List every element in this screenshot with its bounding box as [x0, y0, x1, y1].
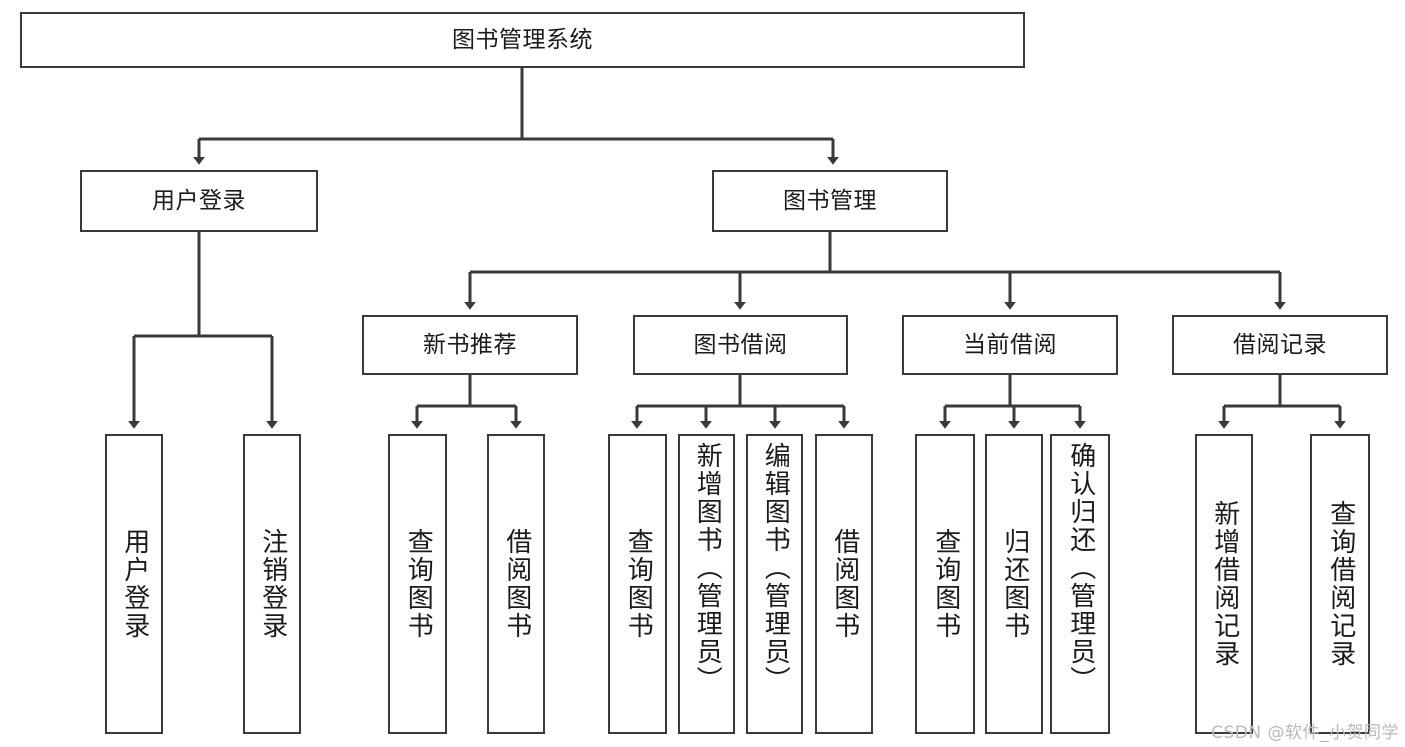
- node-leaf-query-book-2[interactable]: 查询图书: [608, 434, 667, 734]
- node-label: 借阅图书: [501, 528, 532, 640]
- node-leaf-confirm-return-admin[interactable]: 确认归还（管理员）: [1050, 434, 1110, 734]
- node-leaf-borrow-book-2[interactable]: 借阅图书: [815, 434, 873, 734]
- node-leaf-borrow-book-1[interactable]: 借阅图书: [487, 434, 545, 734]
- node-leaf-add-book-admin[interactable]: 新增图书（管理员）: [678, 434, 735, 734]
- node-user-login[interactable]: 用户登录: [80, 170, 318, 232]
- node-label: 确认归还（管理员）: [1065, 442, 1096, 694]
- node-label: 新增借阅记录: [1209, 500, 1240, 668]
- node-borrow-record[interactable]: 借阅记录: [1172, 315, 1388, 375]
- node-current-borrow[interactable]: 当前借阅: [902, 315, 1118, 375]
- node-leaf-edit-book-admin[interactable]: 编辑图书（管理员）: [746, 434, 803, 734]
- node-label: 查询图书: [623, 528, 654, 640]
- node-label: 注销登录: [257, 528, 288, 640]
- node-label: 用户登录: [152, 187, 246, 214]
- node-root[interactable]: 图书管理系统: [20, 12, 1025, 68]
- node-label: 新增图书（管理员）: [692, 442, 723, 694]
- node-book-management[interactable]: 图书管理: [712, 170, 948, 232]
- node-label: 新书推荐: [423, 331, 517, 358]
- node-label: 用户登录: [119, 528, 150, 640]
- node-label: 当前借阅: [963, 331, 1057, 358]
- node-label: 借阅记录: [1233, 331, 1327, 358]
- node-leaf-return-book[interactable]: 归还图书: [985, 434, 1043, 734]
- node-leaf-user-login[interactable]: 用户登录: [105, 434, 163, 734]
- node-new-book-recommend[interactable]: 新书推荐: [362, 315, 578, 375]
- node-book-borrow[interactable]: 图书借阅: [633, 315, 848, 375]
- node-leaf-user-logout[interactable]: 注销登录: [243, 434, 301, 734]
- csdn-watermark: CSDN @软件_小贺同学: [1211, 723, 1399, 743]
- node-label: 查询借阅记录: [1325, 500, 1356, 668]
- node-leaf-query-book-1[interactable]: 查询图书: [388, 434, 447, 734]
- node-leaf-query-borrow-record[interactable]: 查询借阅记录: [1310, 434, 1370, 734]
- node-label: 查询图书: [930, 528, 961, 640]
- node-label: 编辑图书（管理员）: [760, 442, 791, 694]
- node-label: 图书管理系统: [452, 26, 593, 53]
- node-leaf-add-borrow-record[interactable]: 新增借阅记录: [1195, 434, 1253, 734]
- node-label: 借阅图书: [829, 528, 860, 640]
- node-label: 归还图书: [999, 528, 1030, 640]
- node-label: 查询图书: [403, 528, 434, 640]
- node-label: 图书借阅: [693, 331, 788, 358]
- node-leaf-query-book-3[interactable]: 查询图书: [915, 434, 975, 734]
- node-label: 图书管理: [783, 187, 877, 214]
